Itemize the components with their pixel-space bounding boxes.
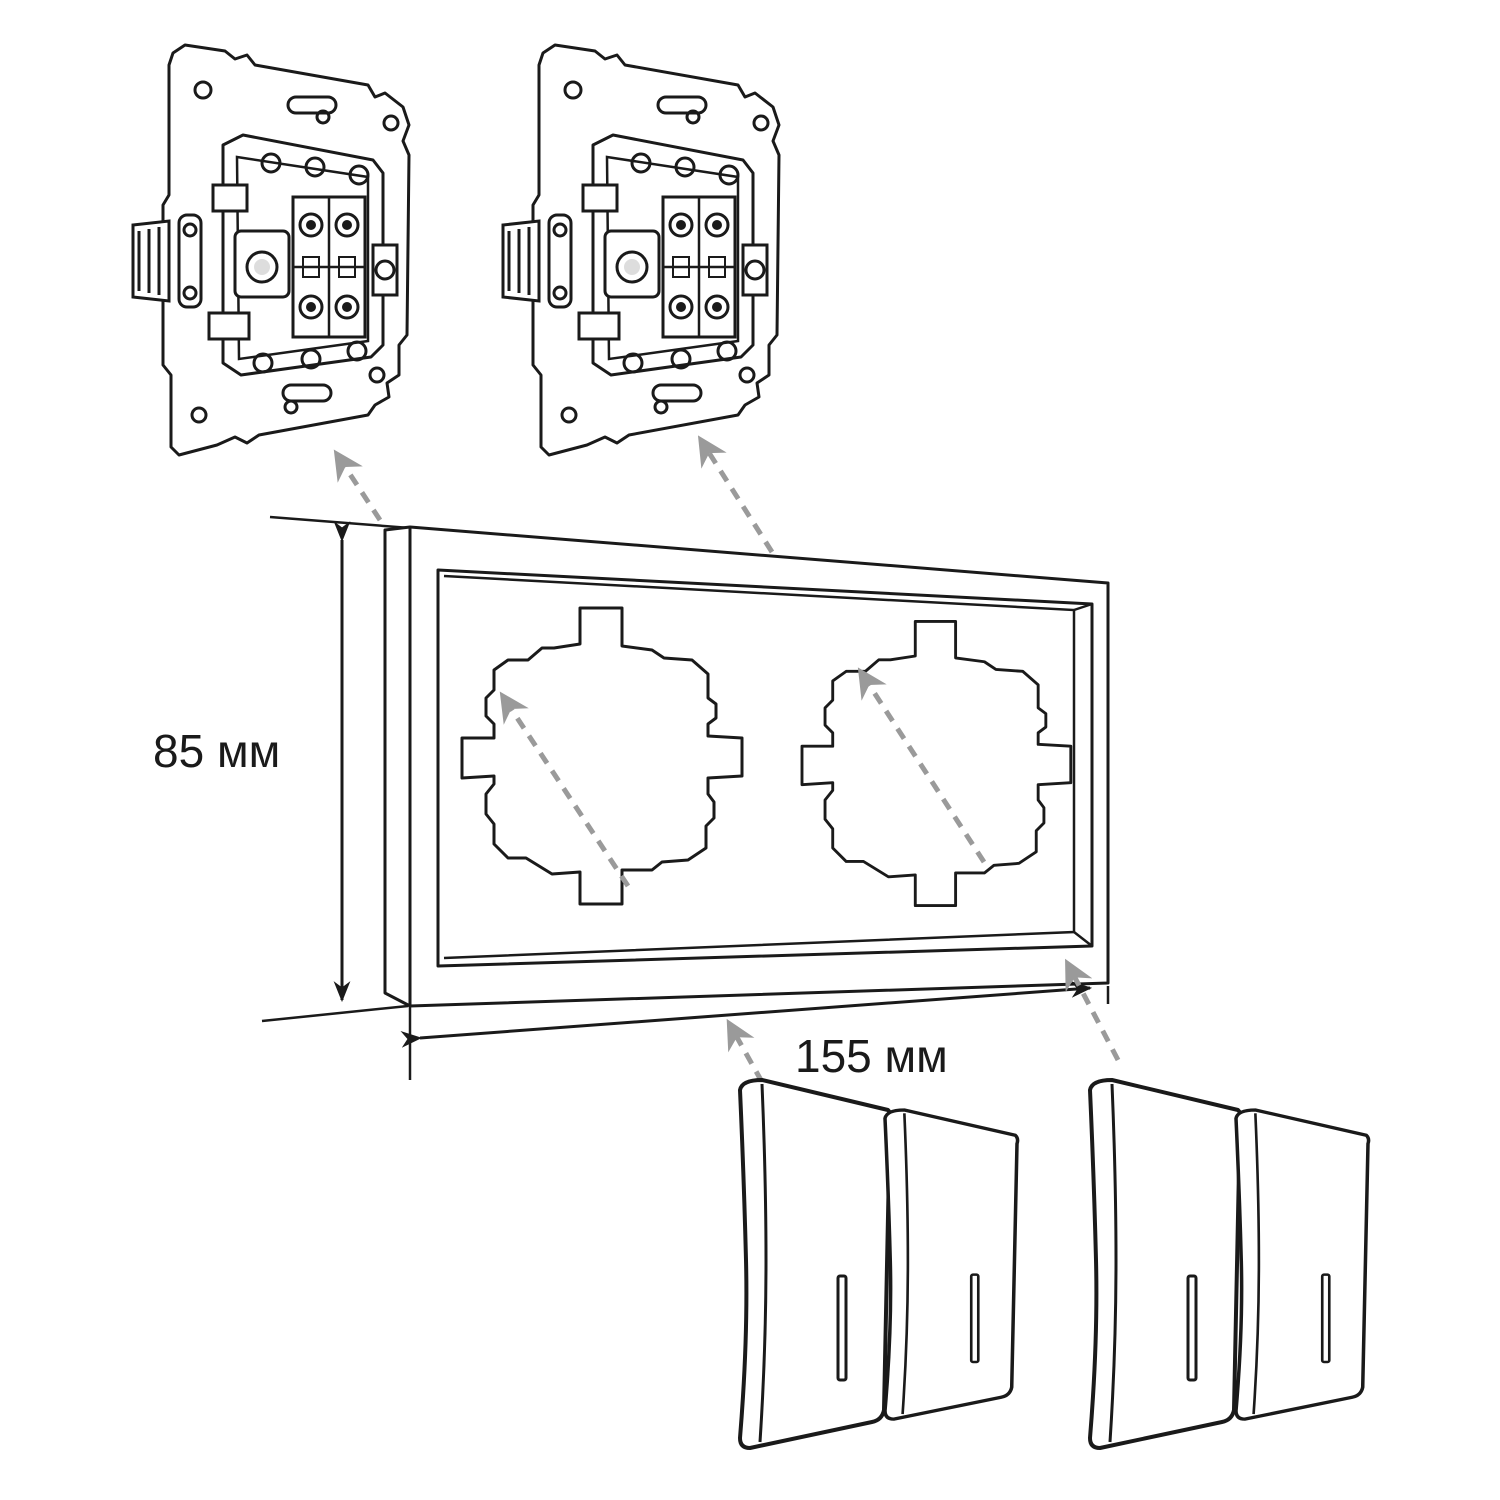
assembly-arrows-top xyxy=(333,435,775,554)
key-right-b xyxy=(1234,1108,1371,1421)
key-pair-left xyxy=(738,1078,1020,1450)
key-left-b xyxy=(883,1108,1020,1421)
arrow-left-cutout xyxy=(499,691,631,888)
arrow-from-right-keys xyxy=(1065,958,1121,1062)
arrow-to-right-mechanism xyxy=(697,435,775,554)
arrow-to-left-mechanism xyxy=(333,449,383,522)
key-right-a xyxy=(1088,1078,1243,1450)
switch-mechanism-right xyxy=(501,43,781,457)
assembly-arrows-cutouts xyxy=(499,667,987,888)
double-frame xyxy=(383,525,1110,1008)
assembly-arrows-bottom xyxy=(726,958,1121,1084)
arrow-right-cutout xyxy=(857,667,987,864)
width-dimension xyxy=(400,981,1093,1048)
key-pair-right xyxy=(1088,1078,1371,1450)
key-left-a xyxy=(738,1078,893,1450)
width-label: 155 мм xyxy=(795,1030,948,1082)
switch-mechanism-left xyxy=(131,43,411,457)
arrow-from-left-keys xyxy=(726,1018,765,1084)
height-label: 85 мм xyxy=(153,725,281,777)
